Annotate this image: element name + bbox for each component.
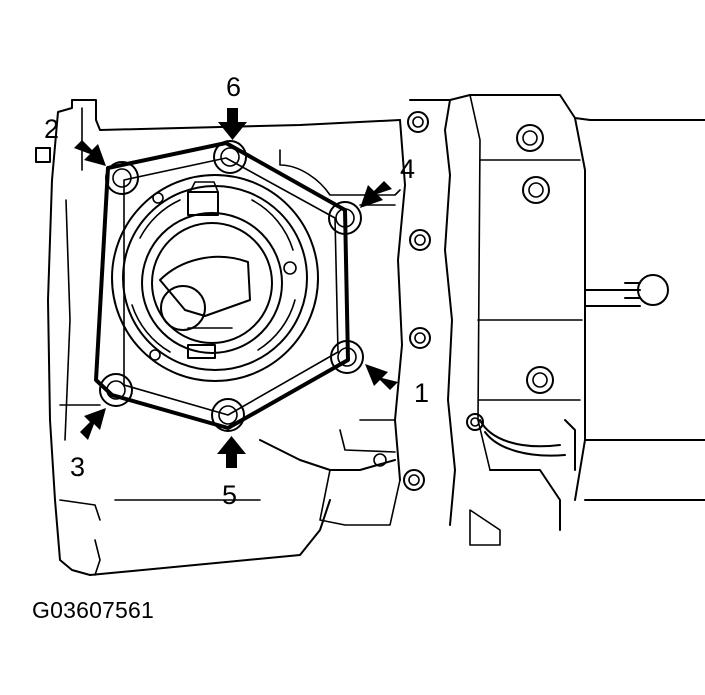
- housing-bolts: [403, 111, 554, 491]
- arrow-to-bolt-3: [80, 408, 106, 440]
- callout-labels: 6 2 4 1 3 5: [44, 72, 429, 510]
- callout-label-1: 1: [414, 378, 429, 408]
- arrow-to-bolt-6: [218, 108, 247, 140]
- arrow-to-bolt-5: [217, 436, 246, 468]
- housing-bolt: [516, 124, 544, 152]
- callout-label-3: 3: [70, 452, 85, 482]
- housing-bolt: [409, 229, 431, 251]
- bolt-5: [211, 398, 245, 432]
- callout-label-2: 2: [44, 114, 59, 144]
- output-shaft: [624, 274, 669, 306]
- housing-bolt: [526, 366, 554, 394]
- housing-bolt: [407, 111, 429, 133]
- housing-bolt: [409, 327, 431, 349]
- bolt-4: [328, 201, 362, 235]
- callout-label-4: 4: [400, 154, 415, 184]
- bearing-retainer: [111, 174, 319, 382]
- housing-bolt: [522, 176, 550, 204]
- figure-code: G03607561: [32, 597, 155, 623]
- transmission-housing: [394, 94, 705, 546]
- housing-bolt: [403, 469, 425, 491]
- bolt-6: [213, 140, 247, 174]
- bolt-3: [99, 373, 133, 407]
- bolt-1: [330, 340, 364, 374]
- adapter-housing: [35, 99, 401, 576]
- housing-bolt: [466, 413, 484, 431]
- arrow-to-bolt-4: [360, 181, 392, 208]
- arrow-to-bolt-2: [74, 140, 106, 166]
- arrow-to-bolt-1: [365, 364, 398, 390]
- cover-bolts: [99, 140, 364, 432]
- callout-arrows: [74, 108, 398, 468]
- bolt-2: [105, 161, 139, 195]
- callout-label-6: 6: [226, 72, 241, 102]
- callout-label-5: 5: [222, 480, 237, 510]
